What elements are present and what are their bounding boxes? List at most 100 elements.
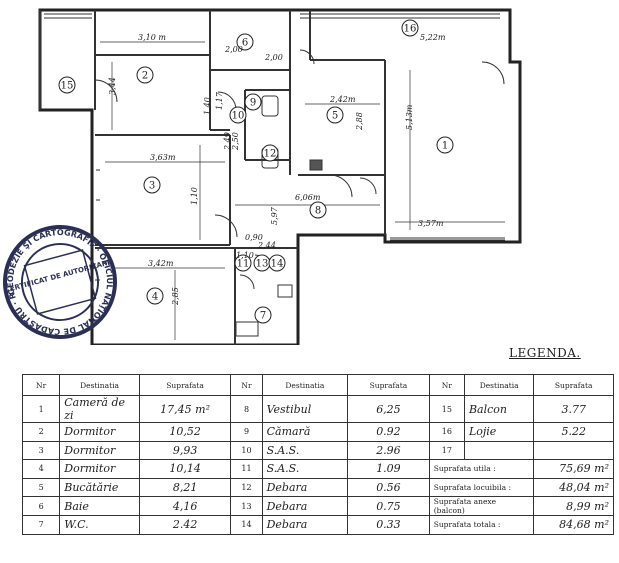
room-destination: S.A.S. — [261, 459, 349, 479]
room-nr: 3 — [21, 440, 61, 460]
room-destination: Dormitor — [59, 459, 140, 479]
header-destinatia: Destinatia — [463, 374, 535, 396]
header-nr: Nr — [428, 374, 465, 396]
header-nr: Nr — [230, 374, 263, 396]
room-area: 9,93 — [138, 440, 232, 460]
dimension-label: 2,88 — [355, 112, 364, 131]
summary-label: Suprafata locuibila : — [428, 477, 535, 497]
dimension-label: 5,22m — [420, 33, 446, 42]
room-nr: 5 — [21, 477, 61, 497]
room-nr: 13 — [230, 496, 263, 516]
svg-text:9: 9 — [250, 98, 256, 109]
svg-text:14: 14 — [271, 259, 284, 270]
svg-text:10: 10 — [232, 111, 245, 122]
room-number-1: 1 — [436, 136, 454, 154]
dimension-label: 1,40 — [203, 97, 212, 115]
room-nr: 4 — [21, 459, 61, 479]
room-area: 4,16 — [138, 496, 232, 516]
room-nr: 9 — [230, 422, 263, 442]
dimension-label: 3,42m — [148, 259, 174, 268]
dimension-label: 2,44 — [257, 241, 276, 250]
room-area: 10,52 — [138, 422, 232, 442]
official-stamp: GEODEZIE ŞI CARTOGRAFIE · OFICIUL NAŢION… — [0, 216, 126, 345]
room-area: 0.56 — [347, 477, 430, 497]
room-number-6: 6 — [236, 33, 254, 51]
dimension-label: 2,49 — [223, 132, 232, 151]
radiator-icon — [277, 284, 293, 298]
summary-label: Suprafata anexe (balcon) — [428, 496, 535, 516]
svg-text:3: 3 — [149, 181, 155, 192]
stamp-ring-text: GEODEZIE ŞI CARTOGRAFIE · OFICIUL NAŢION… — [0, 216, 126, 345]
room-nr: 8 — [230, 395, 263, 423]
summary-value: 48,04 m² — [533, 477, 614, 497]
room-number-5: 5 — [326, 106, 344, 124]
room-destination: W.C. — [59, 515, 140, 535]
dimension-label: 6,06m — [295, 193, 321, 202]
room-destination: Dormitor — [59, 440, 140, 460]
header-suprafata: Suprafata — [533, 374, 614, 396]
room-destination: Cămară — [261, 422, 349, 442]
svg-text:1: 1 — [442, 141, 448, 152]
header-suprafata: Suprafata — [138, 374, 232, 396]
dimension-label: 2,50 — [231, 132, 240, 151]
room-number-12: 12 — [261, 144, 279, 162]
room-nr: 15 — [428, 395, 465, 423]
room-nr: 1 — [21, 395, 61, 423]
room-destination: S.A.S. — [261, 440, 349, 460]
room-number-14: 14 — [268, 254, 286, 272]
room-number-8: 8 — [309, 201, 327, 219]
svg-text:16: 16 — [404, 24, 417, 35]
svg-text:6: 6 — [242, 38, 248, 49]
dimension-label: 1,17 — [215, 91, 224, 110]
room-area: 17,45 m² — [138, 395, 232, 423]
room-area: 10,14 — [138, 459, 232, 479]
legend-header-row: Nr Destinatia Suprafata Nr Destinatia Su… — [21, 374, 614, 396]
room-destination: Debara — [261, 477, 349, 497]
svg-text:5: 5 — [332, 111, 338, 122]
dimension-label: 2,42m — [329, 95, 356, 104]
summary-value: 75,69 m² — [533, 459, 614, 479]
room-number-9: 9 — [244, 93, 262, 111]
room-destination: Debara — [261, 496, 349, 516]
svg-text:2: 2 — [142, 71, 148, 82]
room-destination: Balcon — [463, 395, 535, 423]
svg-text:GEODEZIE ŞI CARTOGRAFIE · OFIC: GEODEZIE ŞI CARTOGRAFIE · OFICIUL NAŢION… — [0, 216, 126, 345]
room-area: 8,21 — [138, 477, 232, 497]
legend-title: LEGENDA. — [509, 346, 581, 360]
header-suprafata: Suprafata — [347, 374, 430, 396]
interior-walls — [39, 10, 386, 345]
svg-text:7: 7 — [260, 311, 266, 322]
room-number-16: 16 — [401, 19, 419, 37]
room-nr: 14 — [230, 515, 263, 535]
header-destinatia: Destinatia — [59, 374, 140, 396]
dimension-label: 3,63m — [150, 153, 176, 162]
summary-value: 84,68 m² — [533, 515, 614, 535]
room-area: 2.42 — [138, 515, 232, 535]
room-area: 3.77 — [533, 395, 614, 423]
room-nr: 16 — [428, 422, 465, 442]
dimension-lines — [100, 41, 505, 340]
room-area: 2.96 — [347, 440, 430, 460]
room-area: 1.09 — [347, 459, 430, 479]
room-number-2: 2 — [136, 66, 154, 84]
room-area: 0.33 — [347, 515, 430, 535]
room-nr: 17 — [428, 440, 465, 460]
room-nr: 12 — [230, 477, 263, 497]
dimension-label: 3,57m — [418, 219, 444, 228]
summary-label: Suprafata totala : — [428, 515, 535, 535]
room-destination: Dormitor — [59, 422, 140, 442]
room-area — [533, 440, 614, 460]
room-nr: 11 — [230, 459, 263, 479]
dimension-label: 0,90 — [245, 233, 263, 242]
dimension-label: 3,44 — [108, 77, 117, 95]
toilet-icon — [261, 95, 279, 117]
svg-text:11: 11 — [237, 259, 250, 270]
room-number-10: 10 — [229, 106, 247, 124]
room-number-4: 4 — [146, 287, 164, 305]
